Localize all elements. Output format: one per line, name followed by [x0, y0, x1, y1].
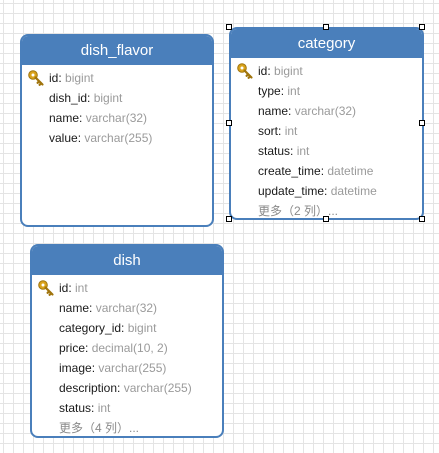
- field-type: bigint: [274, 64, 303, 78]
- field-type: bigint: [65, 71, 94, 85]
- resize-handle-ne[interactable]: [419, 24, 425, 30]
- field-name: status: [258, 144, 291, 158]
- field-name: dish_id: [49, 91, 88, 105]
- entity-header[interactable]: dish: [32, 246, 222, 275]
- field-row[interactable]: name: varchar(32): [59, 301, 158, 315]
- entity-title: dish: [113, 252, 141, 269]
- field-type: int: [75, 281, 88, 295]
- entity-category[interactable]: category id: bigint type: int name: varc…: [229, 27, 424, 220]
- entity-dish[interactable]: dish id: int name: varchar(32) category_…: [30, 244, 224, 438]
- field-type: int: [284, 124, 298, 138]
- field-name: name: [49, 111, 80, 125]
- field-type: bigint: [127, 321, 157, 335]
- field-row[interactable]: create_time: datetime: [258, 164, 374, 178]
- more-columns-link[interactable]: 更多（4 列）...: [59, 421, 140, 435]
- resize-handle-sw[interactable]: [226, 216, 232, 222]
- field-row[interactable]: description: varchar(255): [59, 381, 192, 395]
- field-type: int: [287, 84, 301, 98]
- primary-key-icon: [38, 280, 54, 296]
- field-row[interactable]: type: int: [258, 84, 301, 98]
- field-name: sort: [258, 124, 279, 138]
- field-name: update_time: [258, 184, 325, 198]
- resize-handle-se[interactable]: [419, 216, 425, 222]
- entity-header[interactable]: category: [231, 29, 422, 58]
- field-list: id: bigint dish_id: bigint name: varchar…: [22, 65, 212, 148]
- field-name: create_time: [258, 164, 321, 178]
- field-name: price: [59, 341, 86, 355]
- resize-handle-nw[interactable]: [226, 24, 232, 30]
- field-row[interactable]: sort: int: [258, 124, 298, 138]
- field-row[interactable]: dish_id: bigint: [49, 91, 123, 105]
- field-type: int: [296, 144, 310, 158]
- field-type: datetime: [327, 164, 374, 178]
- field-type: decimal(10, 2): [91, 341, 168, 355]
- field-list: id: int name: varchar(32) category_id: b…: [32, 275, 222, 436]
- field-type: varchar(255): [84, 131, 153, 145]
- field-list: id: bigint type: int name: varchar(32) s…: [231, 58, 422, 218]
- entity-title: dish_flavor: [80, 42, 154, 59]
- field-row[interactable]: category_id: bigint: [59, 321, 157, 335]
- field-name: value: [49, 131, 78, 145]
- field-row[interactable]: price: decimal(10, 2): [59, 341, 168, 355]
- field-type: varchar(32): [294, 104, 357, 118]
- field-row[interactable]: id: bigint: [22, 68, 212, 88]
- field-type: bigint: [93, 91, 123, 105]
- field-row[interactable]: name: varchar(32): [49, 111, 148, 125]
- field-name: id: [59, 281, 69, 295]
- field-type: datetime: [330, 184, 377, 198]
- field-row[interactable]: update_time: datetime: [258, 184, 377, 198]
- more-columns-link[interactable]: 更多（2 列）...: [258, 204, 339, 218]
- field-name: category_id: [59, 321, 122, 335]
- field-name: id: [258, 64, 268, 78]
- field-name: description: [59, 381, 118, 395]
- field-row[interactable]: id: int: [32, 278, 222, 298]
- field-row[interactable]: name: varchar(32): [258, 104, 357, 118]
- field-name: type: [258, 84, 281, 98]
- field-name: name: [59, 301, 90, 315]
- entity-header[interactable]: dish_flavor: [22, 36, 212, 65]
- field-name: status: [59, 401, 92, 415]
- field-row[interactable]: value: varchar(255): [49, 131, 153, 145]
- primary-key-icon: [28, 70, 44, 86]
- field-name: name: [258, 104, 289, 118]
- field-type: varchar(32): [85, 111, 148, 125]
- field-name: image: [59, 361, 92, 375]
- resize-handle-n[interactable]: [323, 24, 329, 30]
- primary-key-icon: [237, 63, 253, 79]
- field-type: varchar(32): [95, 301, 158, 315]
- entity-title: category: [297, 35, 356, 52]
- field-type: varchar(255): [98, 361, 167, 375]
- resize-handle-e[interactable]: [419, 120, 425, 126]
- field-row[interactable]: image: varchar(255): [59, 361, 167, 375]
- resize-handle-s[interactable]: [323, 216, 329, 222]
- field-row[interactable]: status: int: [59, 401, 111, 415]
- field-type: varchar(255): [123, 381, 192, 395]
- field-name: id: [49, 71, 59, 85]
- field-type: int: [97, 401, 111, 415]
- resize-handle-w[interactable]: [226, 120, 232, 126]
- entity-dish-flavor[interactable]: dish_flavor id: bigint dish_id: bigint n…: [20, 34, 214, 227]
- field-row[interactable]: status: int: [258, 144, 310, 158]
- field-row[interactable]: id: bigint: [231, 61, 422, 81]
